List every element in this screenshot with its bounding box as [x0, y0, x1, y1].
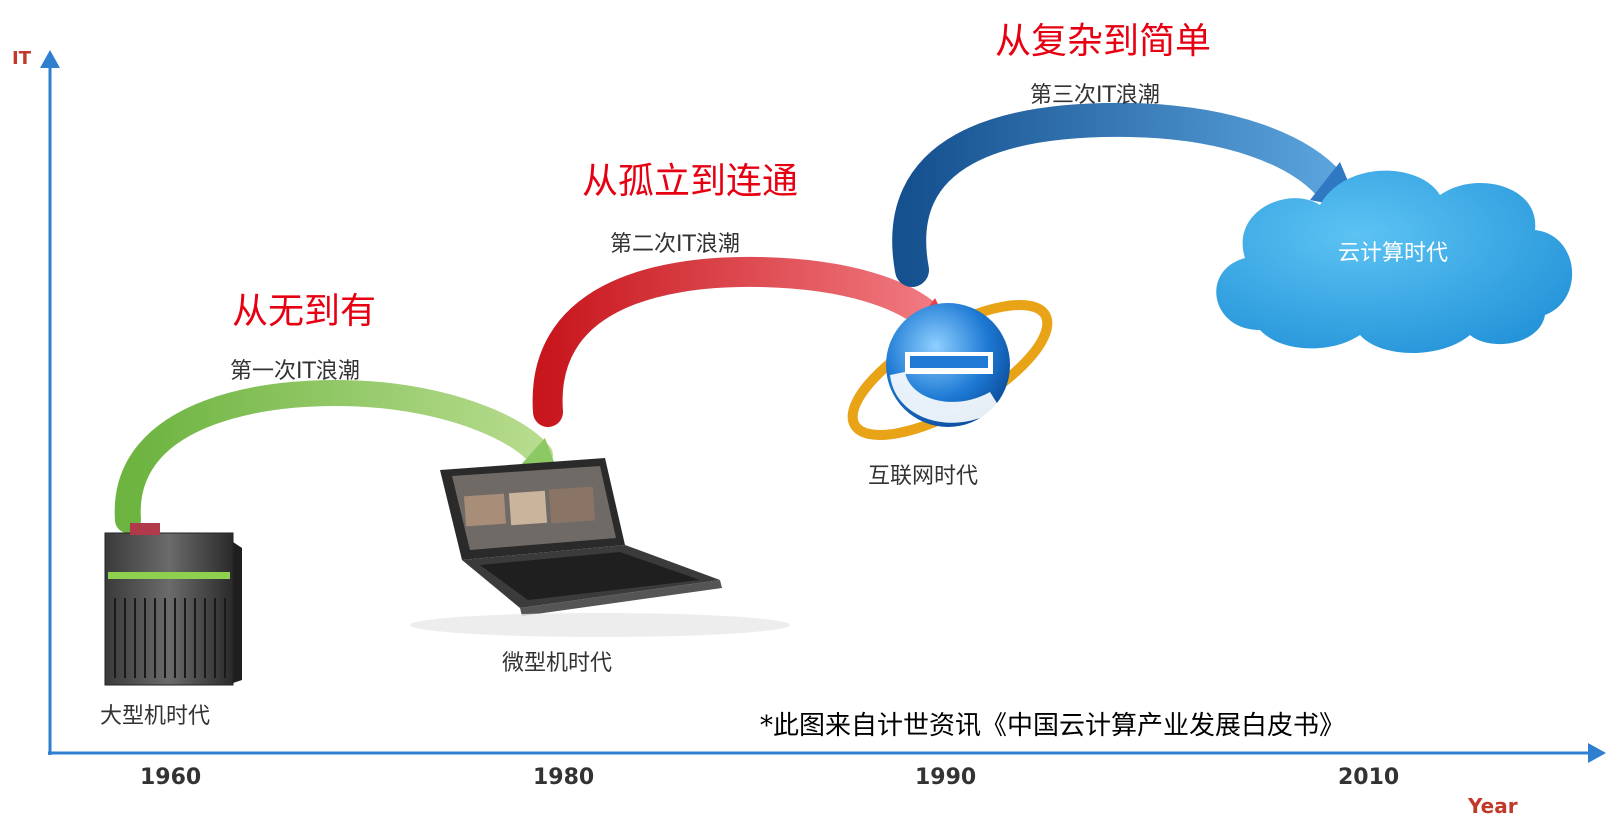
wave-3-label: 第三次IT浪潮: [1030, 83, 1160, 108]
y-axis-arrowhead: [40, 50, 60, 68]
x-axis-arrowhead: [1588, 743, 1606, 763]
laptop-icon: [410, 458, 790, 637]
y-axis-label: IT: [12, 48, 31, 69]
year-tick: 1990: [915, 765, 977, 790]
era-microcomputer-label: 微型机时代: [502, 651, 613, 676]
source-credit: *此图来自计世资讯《中国云计算产业发展白皮书》: [760, 711, 1346, 741]
wave-3-theme: 从复杂到简单: [995, 21, 1212, 62]
mainframe-server-icon: [104, 523, 242, 686]
wave-2-theme: 从孤立到连通: [582, 161, 799, 202]
internet-explorer-icon: [847, 300, 1053, 441]
era-mainframe-label: 大型机时代: [100, 704, 211, 729]
year-tick: 2010: [1338, 765, 1400, 790]
era-internet-label: 互联网时代: [868, 464, 979, 489]
year-tick: 1980: [533, 765, 595, 790]
year-tick: 1960: [140, 765, 202, 790]
wave-1-label: 第一次IT浪潮: [230, 359, 360, 384]
x-axis-label: Year: [1468, 794, 1518, 818]
wave-1-theme: 从无到有: [232, 291, 377, 332]
cloud-icon: [1216, 170, 1573, 354]
era-cloud-label: 云计算时代: [1338, 241, 1449, 266]
wave-2-label: 第二次IT浪潮: [610, 232, 740, 257]
